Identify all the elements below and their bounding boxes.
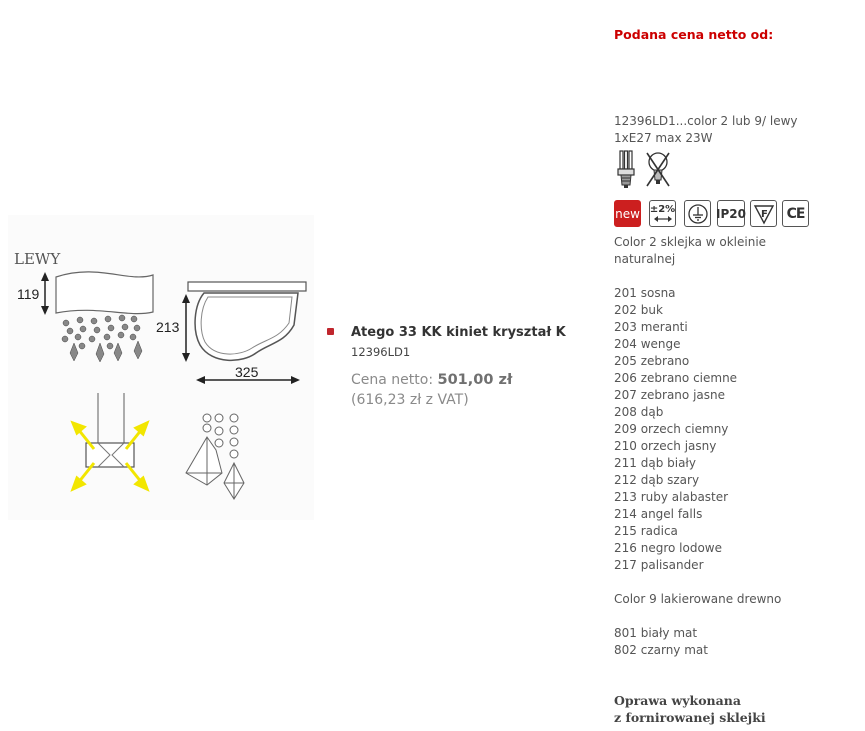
color9-options-list: 801 biały mat 802 czarny mat [614,625,708,659]
lamp-side-profile [194,292,299,362]
color2-heading: Color 2 sklejka w okleinie naturalnej [614,234,766,268]
new-badge-icon: new [614,200,641,227]
color-option-item: 215 radica [614,524,678,538]
dim-width: 325 [235,364,259,380]
color-option-item: 211 dąb biały [614,456,696,470]
price-heading: Podana cena netto od: [614,27,774,42]
color-option-item: 216 negro lodowe [614,541,722,555]
material-note-line2: z fornirowanej sklejki [614,710,766,725]
ip20-icon: IP20 [716,200,746,227]
color-option-item: 209 orzech ciemny [614,422,729,436]
tolerance-label: ±2% [649,204,676,215]
material-note-line1: Oprawa wykonana [614,693,741,708]
material-note: Oprawa wykonana z fornirowanej sklejki [614,692,766,726]
crystal-chains-diagram [185,413,245,500]
color-option-item: 213 ruby alabaster [614,490,729,504]
color-option-item: 201 sosna [614,286,676,300]
color-option-item: 802 czarny mat [614,643,708,657]
price-value: 501,00 zł [437,372,513,388]
product-technical-drawing: LEWY 119 213 325 [8,215,314,520]
color-option-item: 212 dąb szary [614,473,700,487]
color-option-item: 801 biały mat [614,626,698,640]
color-option-item: 214 angel falls [614,507,703,521]
price-with-vat: (616,23 zł z VAT) [351,392,469,408]
color2-heading-line1: Color 2 sklejka w okleinie [614,235,767,249]
bulb-icon [614,149,638,195]
f-mark-label: F [761,209,768,220]
tolerance-icon: ±2% [649,200,676,227]
color-option-item: 203 meranti [614,320,688,334]
price-label: Cena netto: [351,372,434,388]
color9-heading: Color 9 lakierowane drewno [614,592,782,606]
spec-line-model: 12396LD1...color 2 lub 9/ lewy [614,114,798,128]
color-option-item: 205 zebrano [614,354,690,368]
product-code: 12396LD1 [351,345,411,359]
color-option-item: 204 wenge [614,337,681,351]
color-option-item: 217 palisander [614,558,704,572]
color-option-item: 206 zebrano ciemne [614,371,738,385]
dim-height-small: 119 [17,286,40,302]
bullet-icon [327,328,334,335]
color2-heading-line2: naturalnej [614,252,676,266]
side-label: LEWY [14,250,61,268]
color-option-item: 207 zebrano jasne [614,388,725,402]
color-option-item: 210 orzech jasny [614,439,717,453]
color2-options-list: 201 sosna 202 buk 203 meranti 204 wenge 205 … [614,285,737,574]
lamp-mount-plate [187,281,307,292]
crystal-drops-front [61,314,143,363]
color-option-item: 208 dąb [614,405,664,419]
spec-line-bulb: 1xE27 max 23W [614,131,713,145]
ip20-label: IP20 [716,206,746,221]
price-net-line: Cena netto: 501,00 zł [351,372,512,388]
f-mark-icon: F [750,200,777,227]
dim-height-large: 213 [156,319,180,335]
lamp-shade-front [55,271,154,315]
earth-ground-icon [684,200,711,227]
ce-mark-label: CE [786,205,806,222]
new-badge-label: new [615,206,640,221]
no-incandescent-icon [644,150,672,194]
ce-mark-icon: CE [782,200,809,227]
product-name-link[interactable]: Atego 33 KK kiniet kryształ K [351,325,566,340]
light-direction-diagram [70,393,150,492]
color-option-item: 202 buk [614,303,663,317]
